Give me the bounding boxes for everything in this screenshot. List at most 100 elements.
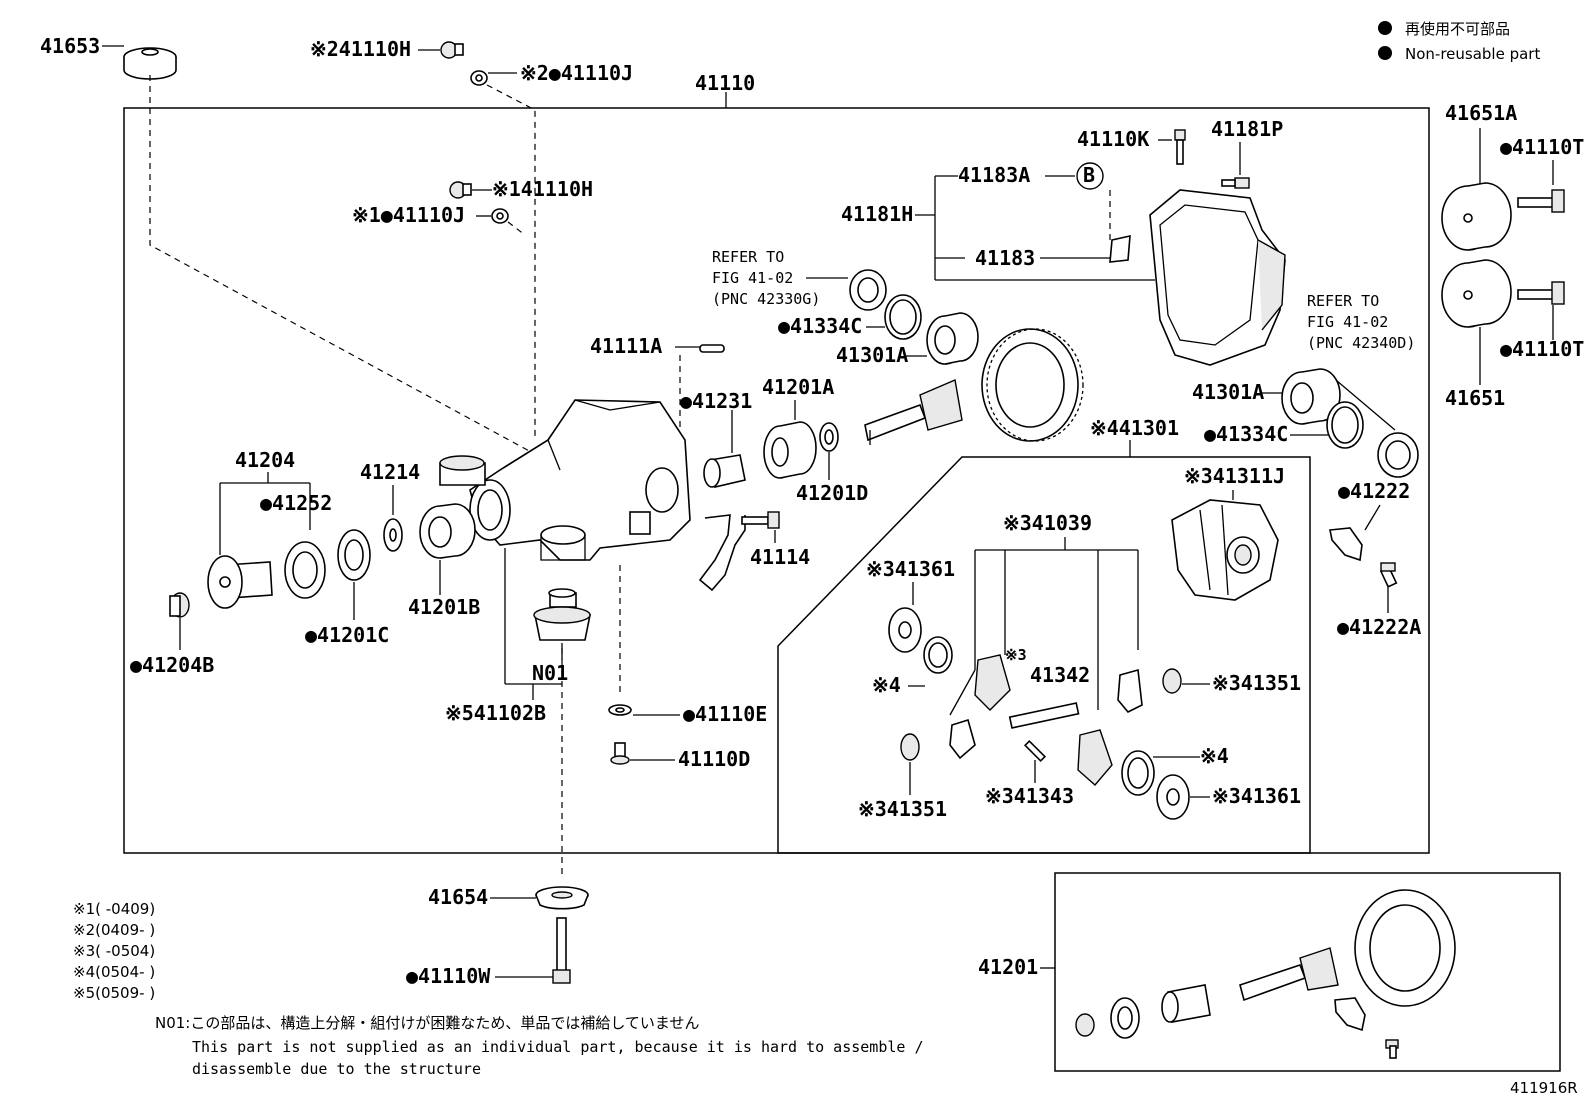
label-41183[interactable]: 41183 <box>975 246 1035 270</box>
part-oil-seal-42340D[interactable] <box>1377 432 1419 478</box>
part-41343-pin[interactable] <box>1023 739 1047 763</box>
part-gearset-bolt[interactable] <box>1385 1039 1399 1059</box>
part-pinion-b[interactable] <box>1117 668 1143 713</box>
label-41311J[interactable]: ※341311J <box>1184 464 1285 488</box>
part-41201B[interactable] <box>419 503 476 559</box>
part-41311J-diff-case[interactable] <box>1171 499 1279 601</box>
label-41181P[interactable]: 41181P <box>1211 117 1283 141</box>
part-41110T-b[interactable] <box>1517 281 1565 305</box>
label-41111A[interactable]: 41111A <box>590 334 662 358</box>
label-41301A-b[interactable]: 41301A <box>1192 380 1264 404</box>
part-oil-seal-42330G[interactable] <box>849 269 887 311</box>
label-41110J-2[interactable]: ※2●41110J <box>520 61 633 85</box>
label-41201[interactable]: 41201 <box>978 955 1038 979</box>
part-gearset-bearing[interactable] <box>1110 997 1140 1039</box>
part-side-gear-b[interactable] <box>1077 729 1113 786</box>
part-41110D[interactable] <box>610 742 630 765</box>
label-41201C[interactable]: ●41201C <box>305 623 389 647</box>
label-41252[interactable]: ●41252 <box>260 491 332 515</box>
part-41301A-a[interactable] <box>926 312 979 365</box>
label-washer-4-b[interactable]: ※4 <box>1200 744 1229 768</box>
part-41222[interactable] <box>1329 527 1363 562</box>
part-differential-carrier[interactable] <box>439 399 691 561</box>
label-41102B[interactable]: ※541102B <box>445 701 546 725</box>
label-41301[interactable]: ※441301 <box>1090 416 1179 440</box>
label-41183A[interactable]: 41183A <box>958 163 1030 187</box>
label-41110D[interactable]: 41110D <box>678 747 750 771</box>
label-washer-4-a[interactable]: ※4 <box>872 673 901 697</box>
part-41110K[interactable] <box>1174 129 1186 165</box>
label-41653[interactable]: 41653 <box>40 34 100 58</box>
part-gearset-bracket[interactable] <box>1334 997 1366 1032</box>
label-41361-a[interactable]: ※341361 <box>866 557 955 581</box>
label-41361-b[interactable]: ※341361 <box>1212 784 1301 808</box>
label-41181H[interactable]: 41181H <box>841 202 913 226</box>
part-41654[interactable] <box>535 886 589 910</box>
label-41654[interactable]: 41654 <box>428 885 488 909</box>
label-41201A[interactable]: 41201A <box>762 375 834 399</box>
part-pinion-a[interactable] <box>949 718 976 760</box>
label-41110[interactable]: 41110 <box>695 71 755 95</box>
label-41222[interactable]: ●41222 <box>1338 479 1410 503</box>
part-gearset-pinion[interactable] <box>1239 947 1339 1002</box>
label-41351-a[interactable]: ※341351 <box>1212 671 1301 695</box>
part-bearing-cap[interactable] <box>698 514 746 592</box>
part-41653[interactable] <box>123 47 177 80</box>
label-41204B[interactable]: ●41204B <box>130 653 214 677</box>
label-41342-b[interactable]: 41342 <box>1030 663 1090 687</box>
label-41110E[interactable]: ●41110E <box>683 702 767 726</box>
part-rear-cover[interactable] <box>1149 189 1286 366</box>
label-41222A[interactable]: ●41222A <box>1337 615 1421 639</box>
label-41201B[interactable]: 41201B <box>408 595 480 619</box>
part-41651A[interactable] <box>1441 182 1512 251</box>
label-41110K[interactable]: 41110K <box>1077 127 1149 151</box>
part-41110H-1[interactable] <box>449 181 472 199</box>
label-41301A-a[interactable]: 41301A <box>836 343 908 367</box>
label-41351-b[interactable]: ※341351 <box>858 797 947 821</box>
part-41351-a[interactable] <box>1162 668 1182 694</box>
part-41342-shaft[interactable] <box>1008 702 1080 729</box>
label-41334C-b[interactable]: ●41334C <box>1204 422 1288 446</box>
part-41361-b[interactable] <box>1156 774 1190 820</box>
label-41114[interactable]: 41114 <box>750 545 810 569</box>
label-41651A[interactable]: 41651A <box>1445 101 1517 125</box>
part-41204B[interactable] <box>169 592 190 618</box>
part-side-gear-a[interactable] <box>974 654 1011 711</box>
label-N01[interactable]: N01 <box>532 661 568 685</box>
label-41110T-b[interactable]: ●41110T <box>1500 337 1584 361</box>
label-41110W[interactable]: ●41110W <box>406 964 491 988</box>
part-N01-companion-flange[interactable] <box>533 588 591 641</box>
part-gearset-spacer[interactable] <box>1161 984 1211 1023</box>
part-41110H-2[interactable] <box>440 41 464 59</box>
part-41110W[interactable] <box>552 917 571 984</box>
label-41651[interactable]: 41651 <box>1445 386 1505 410</box>
label-41342-a[interactable]: ※3 <box>1005 646 1027 664</box>
label-41231[interactable]: ●41231 <box>680 389 752 413</box>
part-41181P[interactable] <box>1221 177 1250 189</box>
label-41334C-a[interactable]: ●41334C <box>778 314 862 338</box>
label-41204[interactable]: 41204 <box>235 448 295 472</box>
label-41343[interactable]: ※341343 <box>985 784 1074 808</box>
part-41231[interactable] <box>703 454 746 488</box>
part-41201A[interactable] <box>763 421 817 479</box>
part-ring-gear[interactable] <box>981 328 1084 442</box>
part-41222A[interactable] <box>1379 562 1398 588</box>
part-41183-gasket[interactable] <box>1109 234 1131 263</box>
part-gearset-nut[interactable] <box>1075 1013 1095 1037</box>
part-41351-b[interactable] <box>900 733 920 761</box>
part-gearset-ring-gear[interactable] <box>1354 889 1456 1007</box>
part-41201C[interactable] <box>337 529 371 581</box>
label-41039[interactable]: ※341039 <box>1003 511 1092 535</box>
label-41110J-1[interactable]: ※1●41110J <box>352 203 465 227</box>
part-41114[interactable] <box>741 511 780 529</box>
part-41252[interactable] <box>284 541 326 599</box>
part-41651[interactable] <box>1441 259 1512 328</box>
part-41204-flange[interactable] <box>207 555 273 609</box>
part-41111A[interactable] <box>699 344 725 353</box>
part-41110T-a[interactable] <box>1517 189 1565 213</box>
label-41110H-2[interactable]: ※241110H <box>310 37 411 61</box>
label-41201D[interactable]: 41201D <box>796 481 868 505</box>
label-41110T-a[interactable]: ●41110T <box>1500 135 1584 159</box>
label-41110H-1[interactable]: ※141110H <box>492 177 593 201</box>
part-drive-pinion[interactable] <box>864 379 963 445</box>
